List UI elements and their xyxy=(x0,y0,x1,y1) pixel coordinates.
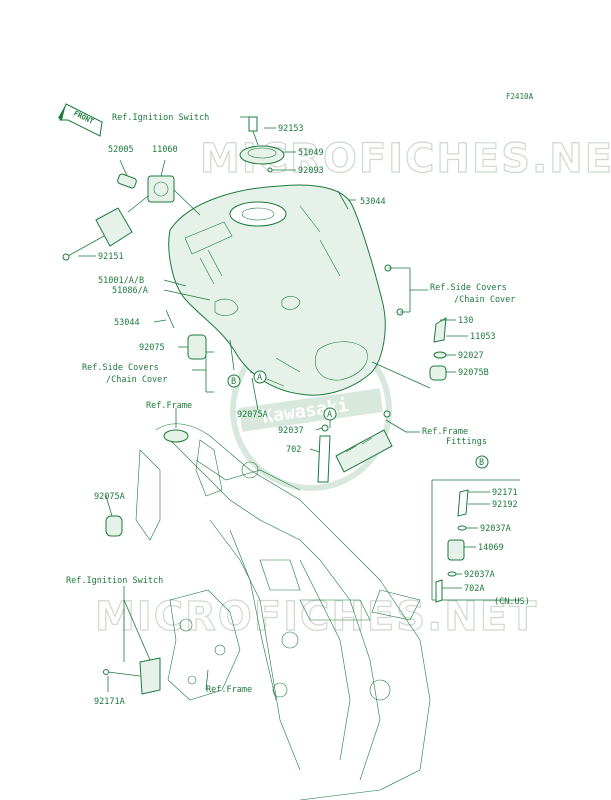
callout-a-left-text: A xyxy=(257,373,262,383)
part-92037A-1: 92037A xyxy=(480,524,511,534)
part-92171: 92171 xyxy=(492,488,518,498)
frame-fittings xyxy=(335,410,393,473)
part-92171A: 92171A xyxy=(94,697,125,707)
strip-53044-left xyxy=(165,309,175,329)
part-92075A-left: 92075A xyxy=(94,492,125,502)
part-14069: 14069 xyxy=(478,543,504,553)
rubber-92075A-left xyxy=(105,515,123,537)
part-11053: 11053 xyxy=(470,332,496,342)
figure-code: F2410A xyxy=(506,92,534,101)
part-92037A-2: 92037A xyxy=(464,570,495,580)
front-arrow-badge: FRONT xyxy=(58,103,103,137)
part-702A: 702A xyxy=(464,584,484,594)
callout-b-right-text: B xyxy=(479,458,484,468)
part-52005: 52005 xyxy=(108,145,134,155)
part-53044-left: 53044 xyxy=(114,318,140,328)
ref-frame-bottom: Ref.Frame xyxy=(206,685,252,695)
bracket-52005 xyxy=(62,173,175,261)
part-702: 702 xyxy=(286,445,301,455)
part-92151: 92151 xyxy=(98,252,124,262)
part-92075A-mid: 92075A xyxy=(237,410,268,420)
drain-hose xyxy=(317,424,331,483)
rubber-92075 xyxy=(187,334,207,360)
part-92192: 92192 xyxy=(492,500,518,510)
lower-ignition-bracket xyxy=(103,589,241,701)
part-51001: 51001/A/B xyxy=(98,276,144,286)
ref-side-covers-right-2: /Chain Cover xyxy=(454,295,515,305)
watermark-bottom: MICROFICHES.NET xyxy=(95,594,538,640)
ref-side-covers-right-1: Ref.Side Covers xyxy=(430,283,507,293)
leader-lines xyxy=(78,116,490,692)
ref-cn-us: (CN.US) xyxy=(494,597,530,607)
ref-side-covers-left-2: /Chain Cover xyxy=(106,375,167,385)
right-mount-parts xyxy=(384,264,447,381)
ref-ignition-switch-top: Ref.Ignition Switch xyxy=(112,113,209,123)
callout-a-left: A xyxy=(253,370,267,384)
part-92153: 92153 xyxy=(278,124,304,134)
callout-b-left: B xyxy=(227,374,241,388)
callout-b-left-text: B xyxy=(231,377,236,387)
part-92027: 92027 xyxy=(458,351,484,361)
detail-b-parts xyxy=(431,479,520,603)
ref-frame-fittings-2: Fittings xyxy=(446,437,487,447)
part-92075: 92075 xyxy=(139,343,165,353)
fuel-tank xyxy=(168,184,386,396)
ref-ignition-switch-bottom: Ref.Ignition Switch xyxy=(66,576,163,586)
ref-side-covers-left-1: Ref.Side Covers xyxy=(82,363,159,373)
part-92037: 92037 xyxy=(278,426,304,436)
frame xyxy=(135,423,431,800)
part-51049: 51049 xyxy=(298,148,324,158)
callout-a-mid-text: A xyxy=(327,410,332,420)
fuel-cap-assembly xyxy=(239,116,285,173)
part-130: 130 xyxy=(458,316,473,326)
ref-frame-top: Ref.Frame xyxy=(146,401,192,411)
ref-frame-fittings-1: Ref.Frame xyxy=(422,427,468,437)
part-92093: 92093 xyxy=(298,166,324,176)
callout-a-mid: A xyxy=(323,407,337,421)
part-11060: 11060 xyxy=(152,145,178,155)
strip-53044-top xyxy=(337,190,349,210)
part-53044-top: 53044 xyxy=(360,197,386,207)
part-92075B: 92075B xyxy=(458,368,489,378)
callout-b-right: B xyxy=(475,455,489,469)
part-51086: 51086/A xyxy=(112,286,148,296)
